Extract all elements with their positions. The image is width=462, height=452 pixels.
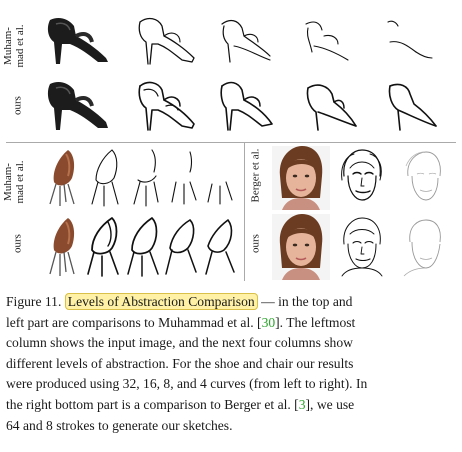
- label-ours-bottom-right: ours: [249, 234, 262, 253]
- chair-sketch-ours-32: [84, 214, 124, 278]
- label-berger: Berger et al.: [249, 148, 262, 203]
- shoe-photo-ours: [40, 76, 120, 134]
- chair-sketch-ours-8: [162, 214, 202, 278]
- face-photo-ours: [272, 214, 330, 280]
- shoe-sketch-ours-8: [294, 76, 368, 134]
- face-sketch-ours-64: [334, 214, 390, 280]
- face-photo-berger: [272, 146, 330, 210]
- citation-link-3[interactable]: 3: [298, 396, 306, 412]
- caption-line-7: 64 and 8 strokes to generate our sketche…: [6, 417, 233, 433]
- caption-line-2-suffix: ]. The leftmost: [275, 314, 356, 330]
- caption-line-2-prefix: left part are comparisons to Muhammad et…: [6, 314, 262, 330]
- shoe-sketch-muhammad-2: [212, 12, 286, 68]
- divider-vertical: [244, 143, 245, 281]
- caption-line-6-prefix: the right bottom part is a comparison to…: [6, 396, 299, 412]
- caption-line-6: the right bottom part is a comparison to…: [6, 395, 458, 416]
- shoe-sketch-ours-4: [374, 76, 448, 134]
- shoe-sketch-ours-32: [132, 76, 206, 134]
- chair-sketch-muhammad-4: [204, 146, 240, 208]
- caption-line-4: different levels of abstraction. For the…: [6, 355, 354, 371]
- shoe-sketch-ours-16: [212, 76, 286, 134]
- figure-caption: Figure 11. Levels of Abstraction Compari…: [6, 292, 458, 436]
- shoe-sketch-muhammad-1: [132, 12, 206, 68]
- shoe-photo-muhammad: [40, 12, 120, 68]
- face-sketch-ours-8: [396, 214, 452, 280]
- caption-line-6-suffix: ], we use: [305, 396, 355, 412]
- label-ours-top: ours: [11, 96, 24, 115]
- chair-photo-ours: [42, 214, 84, 278]
- shoe-sketch-muhammad-4: [374, 12, 448, 68]
- chair-photo-muhammad: [42, 146, 84, 208]
- face-sketch-berger-8: [396, 146, 452, 210]
- caption-line-1-suffix: — in the top and: [257, 294, 353, 309]
- figure-number: Figure 11.: [6, 294, 62, 309]
- chair-sketch-ours-4: [200, 214, 240, 278]
- label-ours-bottom-left: ours: [11, 234, 24, 253]
- chair-sketch-muhammad-1: [86, 146, 126, 208]
- caption-line-3: column shows the input image, and the ne…: [6, 335, 353, 351]
- label-muhammad-top: Muham-mad et al.: [2, 24, 26, 68]
- caption-line-2: left part are comparisons to Muhammad et…: [6, 313, 458, 334]
- face-sketch-berger-64: [334, 146, 390, 210]
- shoe-sketch-muhammad-3: [294, 12, 368, 68]
- divider-top-left: [6, 142, 456, 143]
- caption-highlight-title: Levels of Abstraction Comparison: [64, 293, 258, 310]
- chair-sketch-muhammad-2: [128, 146, 168, 208]
- label-muhammad-bottom: Muham-mad et al.: [2, 160, 26, 204]
- citation-link-30[interactable]: 30: [261, 314, 276, 330]
- caption-line-5: were produced using 32, 16, 8, and 4 cur…: [6, 376, 368, 392]
- chair-sketch-muhammad-3: [168, 146, 204, 208]
- figure-11: Muham-mad et al. ours Muham-mad et al. o…: [2, 12, 456, 281]
- chair-sketch-ours-16: [124, 214, 164, 278]
- caption-line-1: Figure 11. Levels of Abstraction Compari…: [6, 292, 458, 313]
